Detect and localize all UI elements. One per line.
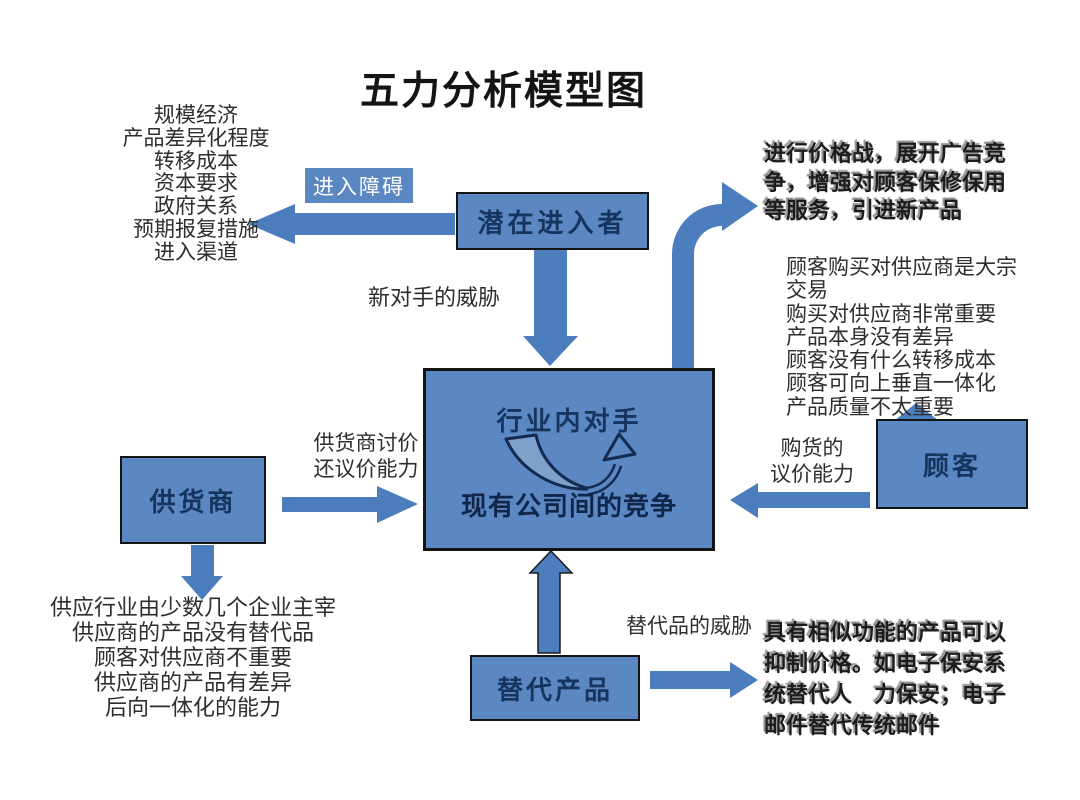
industry-rivals-box: 行业内对手 现有公司间的竞争 (423, 368, 715, 551)
new-rival-threat-label: 新对手的威胁 (368, 286, 501, 311)
competition-actions-text: 进行价格战，展开广告竞 争，增强对顾客保修保用 等服务，引进新产品 (764, 141, 1007, 224)
customers-label: 顾客 (922, 451, 981, 482)
substitutes-box: 替代产品 (470, 655, 640, 721)
entry-barrier-box: 进入障碍 (305, 168, 413, 203)
existing-competition-label: 现有公司间的竞争 (460, 492, 677, 522)
supplier-power-label: 供货商讨价 还议价能力 (313, 431, 419, 481)
entry-barrier-label: 进入障碍 (313, 174, 405, 199)
suppliers-box: 供货商 (120, 456, 266, 544)
customers-box: 顾客 (876, 419, 1028, 509)
buyer-power-label: 购货的 议价能力 (770, 436, 854, 486)
substitutes-label: 替代产品 (496, 675, 613, 706)
substitute-threat-label: 替代品的威胁 (626, 614, 752, 638)
arrow-customers-left (730, 483, 870, 518)
potential-entrants-box: 潜在进入者 (456, 192, 649, 250)
arrow-elbow-to-actions (672, 182, 758, 368)
buyer-factors-list: 顾客购买对供应商是大宗交易 购买对供应商非常重要 产品本身没有差异 顾客没有什么… (786, 255, 1017, 419)
arrow-suppliers-right (282, 486, 418, 523)
page-title: 五力分析模型图 (360, 68, 648, 114)
arrow-substitutes-right (650, 662, 758, 698)
swoosh-arrow-icon (504, 432, 637, 496)
arrow-substitutes-up (528, 549, 574, 654)
supplier-factors-list: 供应行业由少数几个企业主宰 供应商的产品没有替代品 顾客对供应商不重要 供应商的… (49, 596, 336, 721)
industry-rivals-label: 行业内对手 (496, 407, 642, 437)
arrow-suppliers-down (181, 545, 223, 600)
entry-factors-list: 规模经济 产品差异化程度 转移成本 资本要求 政府关系 预期报复措施 进入渠道 (122, 103, 270, 264)
arrow-new-entrants-down (523, 250, 578, 366)
suppliers-label: 供货商 (149, 487, 237, 518)
potential-entrants-label: 潜在进入者 (477, 208, 628, 239)
arrow-to-entry-barriers (248, 204, 455, 244)
customers-top-triangle (894, 403, 939, 421)
substitute-effects-text: 具有相似功能的产品可以 抑制价格。如电子保安系 统替代人 力保安；电子 邮件替代… (764, 620, 1007, 739)
